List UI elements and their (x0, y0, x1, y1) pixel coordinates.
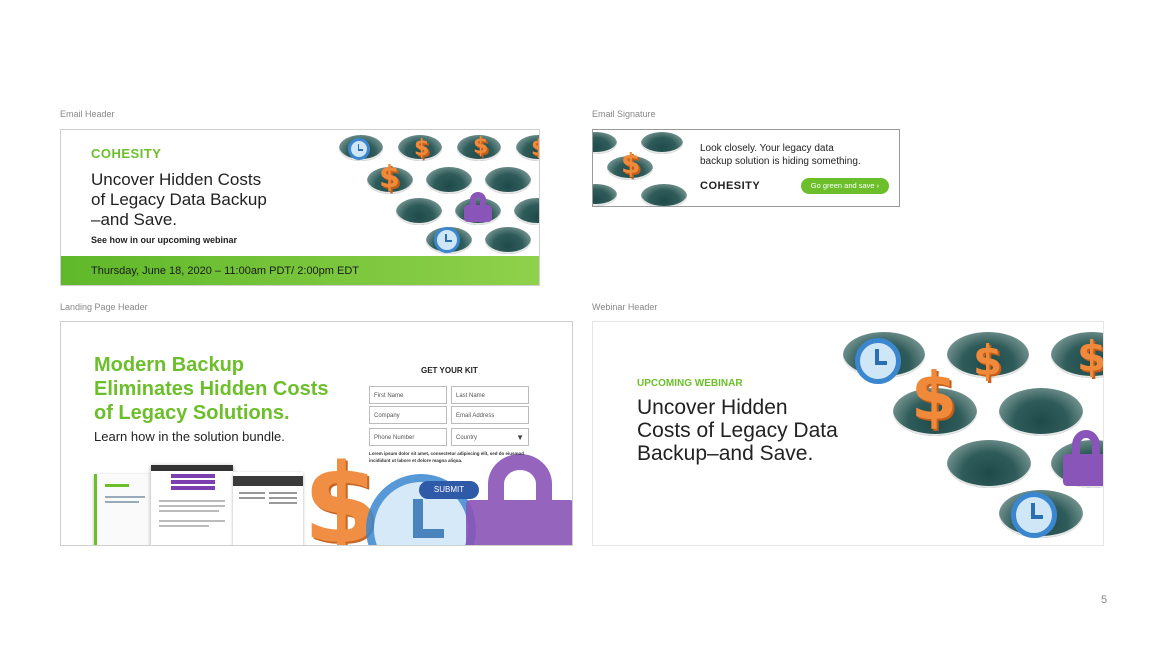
dollar-icon: $ (531, 136, 539, 161)
landing-page-header-label: Landing Page Header (60, 302, 148, 312)
email-header-panel: COHESITY Uncover Hidden Costs of Legacy … (60, 129, 540, 286)
signature-brand: COHESITY (700, 180, 761, 192)
dollar-icon: $ (473, 134, 489, 159)
form-fine-print: Lorem ipsum dolor sit amet, consectetur … (369, 451, 525, 463)
email-header-headline-3: –and Save. (91, 210, 178, 229)
company-field[interactable]: Company (369, 406, 447, 424)
signature-line-2: backup solution is hiding something. (700, 156, 861, 167)
page-number: 5 (1101, 594, 1108, 606)
country-select-label: Country (456, 435, 478, 441)
email-header-headline-1: Uncover Hidden Costs (91, 170, 262, 189)
email-signature-panel: $ Look closely. Your legacy data backup … (592, 129, 900, 207)
phone-field[interactable]: Phone Number (369, 428, 447, 446)
email-header-label: Email Header (60, 109, 115, 119)
country-select[interactable]: Country ▼ (451, 428, 529, 446)
landing-page-panel: Modern Backup Eliminates Hidden Costs of… (60, 321, 573, 546)
dollar-icon: $ (379, 160, 400, 195)
landing-headline-1: Modern Backup (94, 354, 245, 376)
webinar-panel: UPCOMING WEBINAR Uncover Hidden Costs of… (592, 321, 1104, 546)
webinar-header-label: Webinar Header (592, 302, 658, 312)
lock-icon (466, 454, 572, 545)
dollar-icon: $ (911, 358, 957, 435)
signature-line-1: Look closely. Your legacy data (700, 143, 834, 154)
go-green-button[interactable]: Go green and save › (801, 178, 889, 194)
form-title: GET YOUR KIT (421, 366, 478, 375)
email-header-date-text: Thursday, June 18, 2020 – 11:00am PDT/ 2… (91, 265, 360, 277)
dollar-icon: $ (1077, 332, 1104, 381)
last-name-field[interactable]: Last Name (451, 386, 529, 404)
email-signature-label: Email Signature (592, 109, 656, 119)
webinar-headline-2: Costs of Legacy Data (637, 419, 838, 442)
clock-icon (1011, 492, 1057, 538)
clock-icon (348, 138, 370, 160)
submit-button[interactable]: SUBMIT (419, 481, 479, 499)
webinar-headline-1: Uncover Hidden (637, 396, 788, 419)
email-header-subline: See how in our upcoming webinar (91, 235, 238, 245)
email-header-brand: COHESITY (91, 146, 162, 161)
webinar-headline-3: Backup–and Save. (637, 442, 814, 465)
landing-headline-2: Eliminates Hidden Costs (94, 378, 329, 400)
email-field[interactable]: Email Address (451, 406, 529, 424)
first-name-field[interactable]: First Name (369, 386, 447, 404)
dollar-icon: $ (973, 336, 1003, 385)
chevron-down-icon: ▼ (516, 433, 524, 442)
dollar-icon: $ (414, 136, 430, 161)
lock-icon (1063, 430, 1103, 486)
email-header-headline-2: of Legacy Data Backup (91, 190, 267, 209)
clock-icon (434, 227, 460, 253)
email-header-date-bar: Thursday, June 18, 2020 – 11:00am PDT/ 2… (61, 256, 539, 285)
landing-subline: Learn how in the solution bundle. (94, 429, 285, 444)
lock-icon (464, 192, 492, 222)
clock-icon (855, 338, 901, 384)
dollar-icon: $ (621, 147, 641, 180)
landing-headline-3: of Legacy Solutions. (94, 402, 290, 424)
webinar-tag: UPCOMING WEBINAR (637, 378, 743, 389)
